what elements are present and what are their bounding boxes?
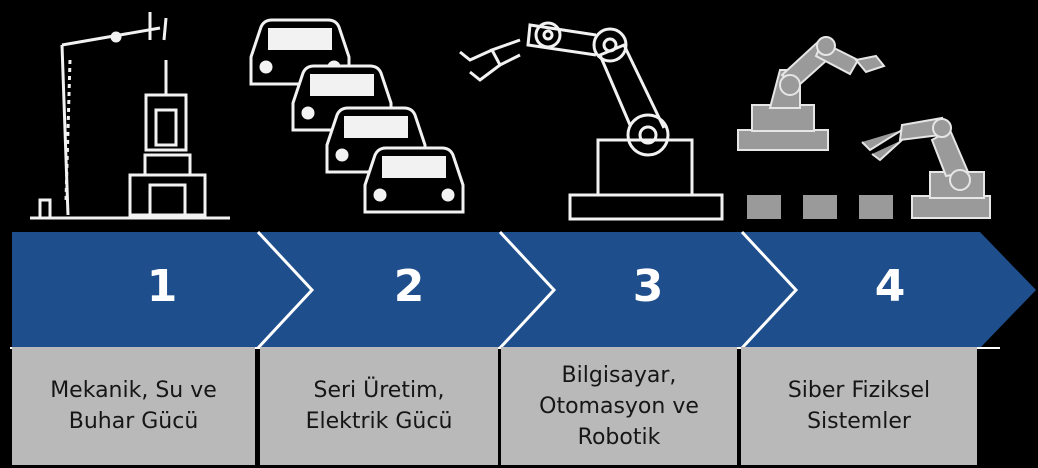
step-number-2: 2 bbox=[393, 261, 425, 312]
cyber-robots-icon bbox=[737, 36, 991, 219]
chevron-arrow-2 bbox=[258, 232, 554, 348]
chevron-arrow-3 bbox=[500, 232, 796, 348]
robot-arm-outline-icon bbox=[459, 21, 724, 221]
assembly-cars-icon bbox=[249, 18, 465, 214]
step-number-4: 4 bbox=[874, 261, 906, 312]
steam-engine-icon bbox=[30, 12, 230, 220]
step-number-1: 1 bbox=[146, 261, 178, 312]
stage-label-3: Bilgisayar, Otomasyon ve Robotik bbox=[501, 347, 737, 465]
chevron-arrow-band bbox=[10, 230, 1036, 350]
chevron-arrow-1 bbox=[12, 232, 312, 348]
stage-label-2: Seri Üretim, Elektrik Gücü bbox=[260, 347, 498, 465]
step-number-3: 3 bbox=[632, 261, 664, 312]
stage-label-4: Siber Fiziksel Sistemler bbox=[741, 347, 977, 465]
stage-label-1: Mekanik, Su ve Buhar Gücü bbox=[12, 347, 255, 465]
chevron-arrow-4 bbox=[742, 232, 1036, 348]
